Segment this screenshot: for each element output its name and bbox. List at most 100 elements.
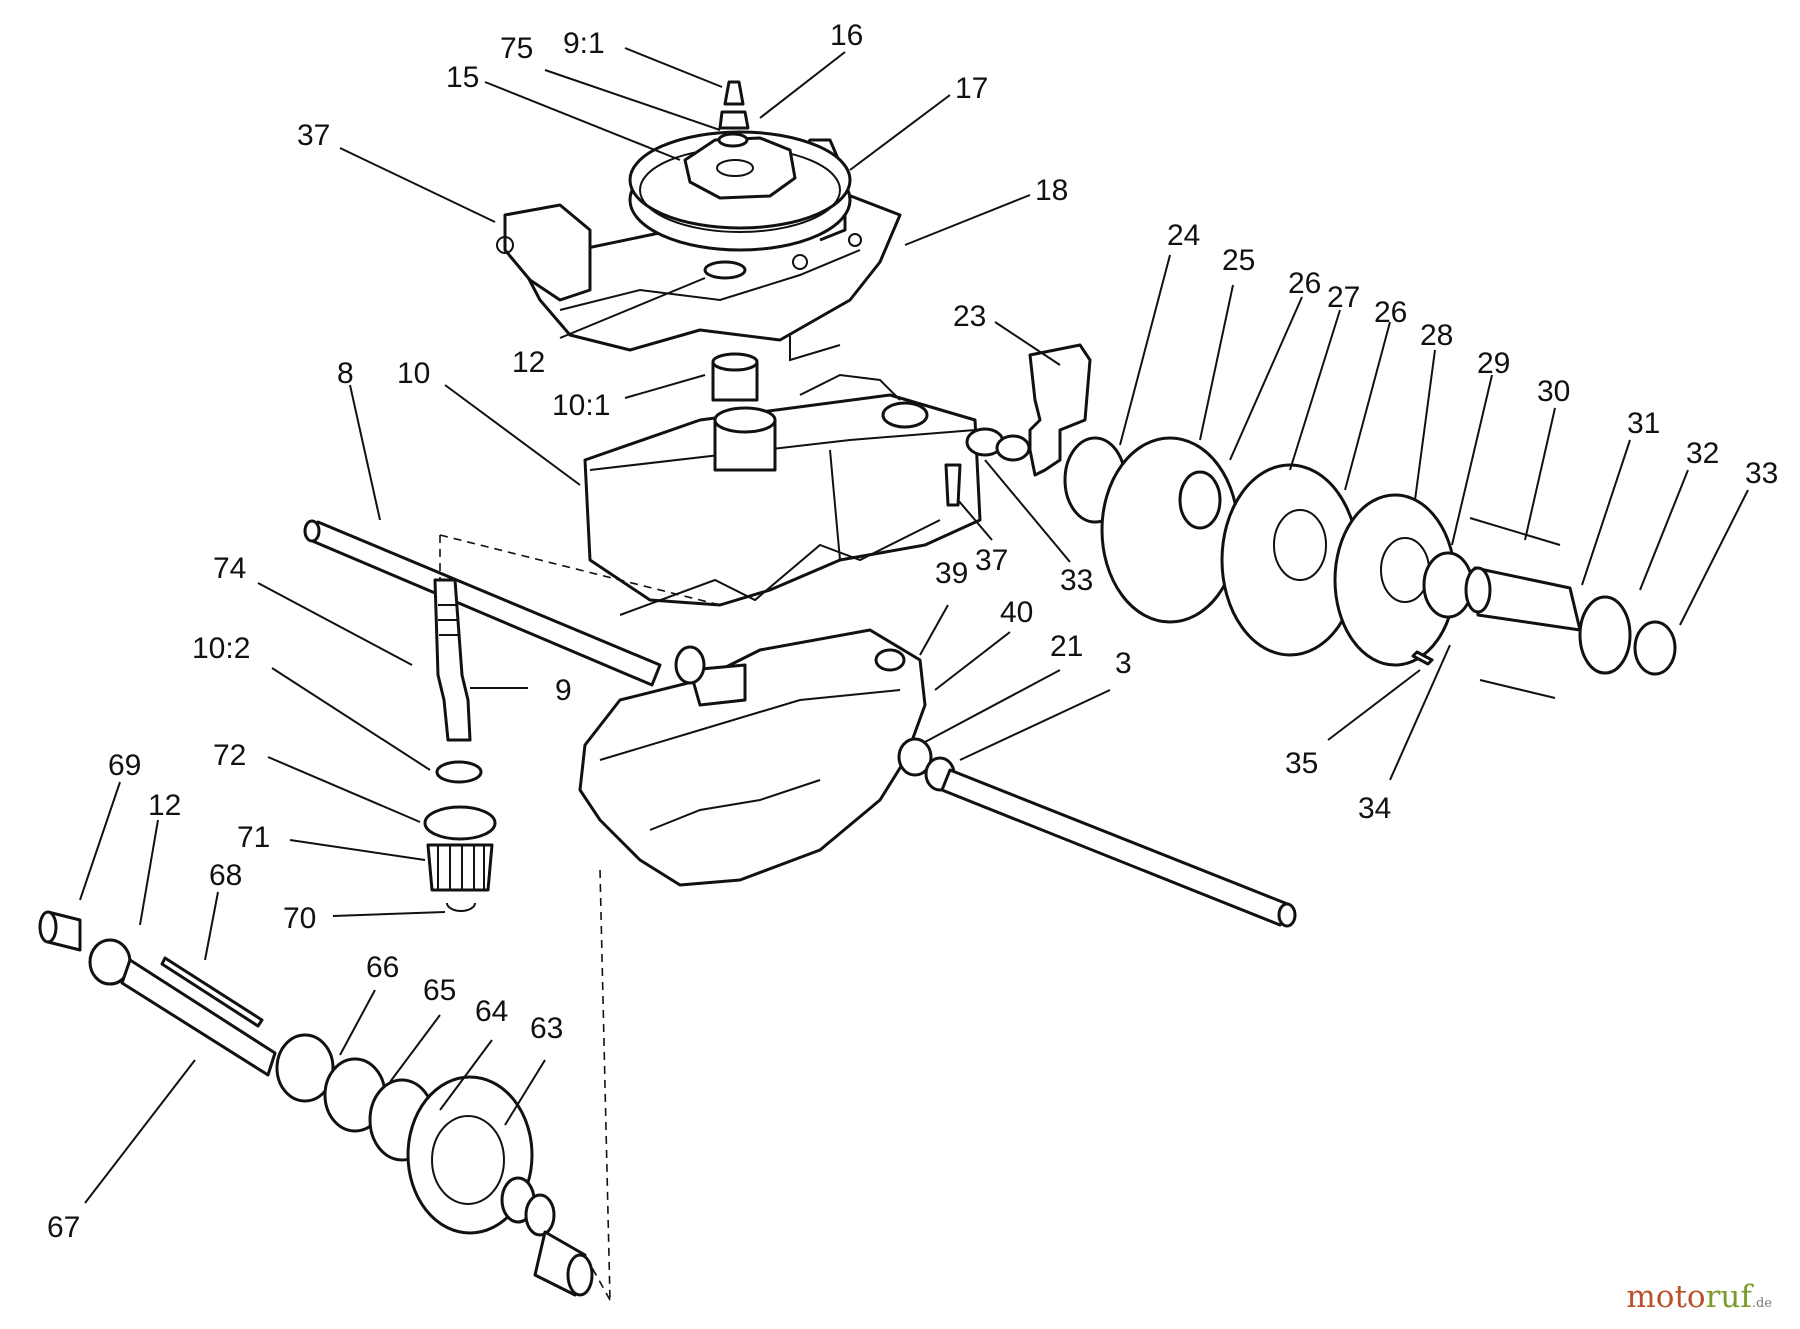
output-shaft-assembly (38, 910, 594, 1297)
callout-15: 15 (446, 61, 479, 94)
callout-37-b: 37 (975, 544, 1008, 577)
callout-3: 3 (1115, 647, 1132, 680)
leader-24 (1119, 254, 1171, 446)
axle-shaft-3 (940, 768, 1297, 928)
callout-16: 16 (830, 19, 863, 52)
callout-39: 39 (935, 557, 968, 590)
callout-29: 29 (1477, 347, 1510, 380)
spacer-72-part (423, 805, 497, 841)
leader-40 (934, 631, 1011, 691)
callout-64: 64 (475, 995, 508, 1028)
leader-8 (349, 384, 381, 521)
callout-33-a: 33 (1060, 564, 1093, 597)
callout-63: 63 (530, 1012, 563, 1045)
pin-35-part (1411, 650, 1434, 666)
washer-26a-part (1178, 470, 1222, 530)
callout-35: 35 (1285, 747, 1318, 780)
leader-33a (984, 459, 1071, 563)
leader-18 (904, 194, 1031, 246)
watermark-part-1: moto (1626, 1279, 1706, 1315)
leader-27 (1289, 309, 1341, 471)
callout-labels: 9:1 16 75 15 17 37 18 12 10:1 8 10 23 24… (47, 19, 1778, 1244)
gear-66-part (275, 1033, 335, 1103)
upper-housing-body (583, 393, 982, 607)
callout-34: 34 (1358, 792, 1391, 825)
leader-66 (339, 989, 376, 1056)
leader-12a (559, 277, 706, 339)
callout-32: 32 (1686, 437, 1719, 470)
callout-69: 69 (108, 749, 141, 782)
callout-21: 21 (1050, 630, 1083, 663)
callout-67: 67 (47, 1211, 80, 1244)
bolt-37-part (944, 463, 962, 507)
leader-25 (1199, 284, 1234, 441)
callout-10: 10 (397, 357, 430, 390)
callout-8: 8 (337, 357, 354, 390)
bearing-21-part (897, 737, 933, 777)
callout-65: 65 (423, 974, 456, 1007)
leader-15 (484, 81, 681, 161)
leader-26b (1344, 321, 1391, 491)
callout-30: 30 (1537, 375, 1570, 408)
leader-63 (504, 1059, 546, 1126)
leader-70 (332, 911, 446, 917)
callout-24: 24 (1167, 219, 1200, 252)
lower-housing (578, 628, 956, 887)
leader-75 (544, 69, 721, 131)
callout-26-b: 26 (1374, 296, 1407, 329)
leader-31 (1581, 439, 1631, 586)
belt-guard-part (503, 203, 592, 302)
callout-9-1: 9:1 (563, 27, 605, 60)
watermark-suffix: .de (1751, 1296, 1772, 1311)
leader-65 (389, 1014, 441, 1083)
leader-28 (1414, 349, 1436, 501)
callout-72: 72 (213, 739, 246, 772)
leader-74 (257, 582, 413, 666)
leader-10 (444, 384, 581, 486)
leader-10-1 (624, 374, 706, 399)
washer-part (717, 132, 749, 148)
callout-17: 17 (955, 72, 988, 105)
callout-68: 68 (209, 859, 242, 892)
leader-68 (204, 891, 219, 961)
leader-37b (957, 499, 993, 541)
ring-10-2-part (435, 760, 483, 784)
callout-18: 18 (1035, 174, 1068, 207)
leader-21 (924, 669, 1061, 743)
worm-shaft-assembly (423, 578, 497, 912)
leader-9-1 (624, 47, 723, 88)
leader-71 (289, 839, 426, 861)
callout-10-2: 10:2 (192, 632, 250, 665)
callout-40: 40 (1000, 596, 1033, 629)
callout-25: 25 (1222, 244, 1255, 277)
callout-28: 28 (1420, 319, 1453, 352)
callout-37-a: 37 (297, 119, 330, 152)
upper-housing (583, 373, 1031, 616)
leader-23 (994, 321, 1061, 366)
bracket-23-part (1028, 343, 1092, 477)
leader-3 (959, 689, 1111, 761)
assembly-guides (439, 534, 721, 1301)
leader-72 (267, 756, 421, 823)
bushing-32-part (1578, 595, 1632, 675)
key-68-part (160, 956, 264, 1028)
pulley-bracket-assembly (496, 80, 902, 402)
leader-39 (919, 604, 949, 656)
leader-lines (79, 47, 1749, 1204)
disc-25-part (1100, 436, 1240, 624)
bearing-part (688, 663, 747, 707)
callout-26-a: 26 (1288, 267, 1321, 300)
watermark-logo: motoruf.de (1626, 1279, 1772, 1315)
leader-64 (439, 1039, 493, 1111)
differential-assembly (1028, 343, 1677, 699)
leader-26a (1229, 296, 1303, 461)
axle-shaft-8 (303, 519, 662, 687)
leader-30 (1524, 407, 1556, 541)
callout-9: 9 (555, 674, 572, 707)
gear-63-part (406, 1075, 534, 1235)
callout-66: 66 (366, 951, 399, 984)
leader-32 (1639, 469, 1689, 591)
leader-17 (849, 94, 951, 171)
shaft-3-part (940, 768, 1292, 927)
